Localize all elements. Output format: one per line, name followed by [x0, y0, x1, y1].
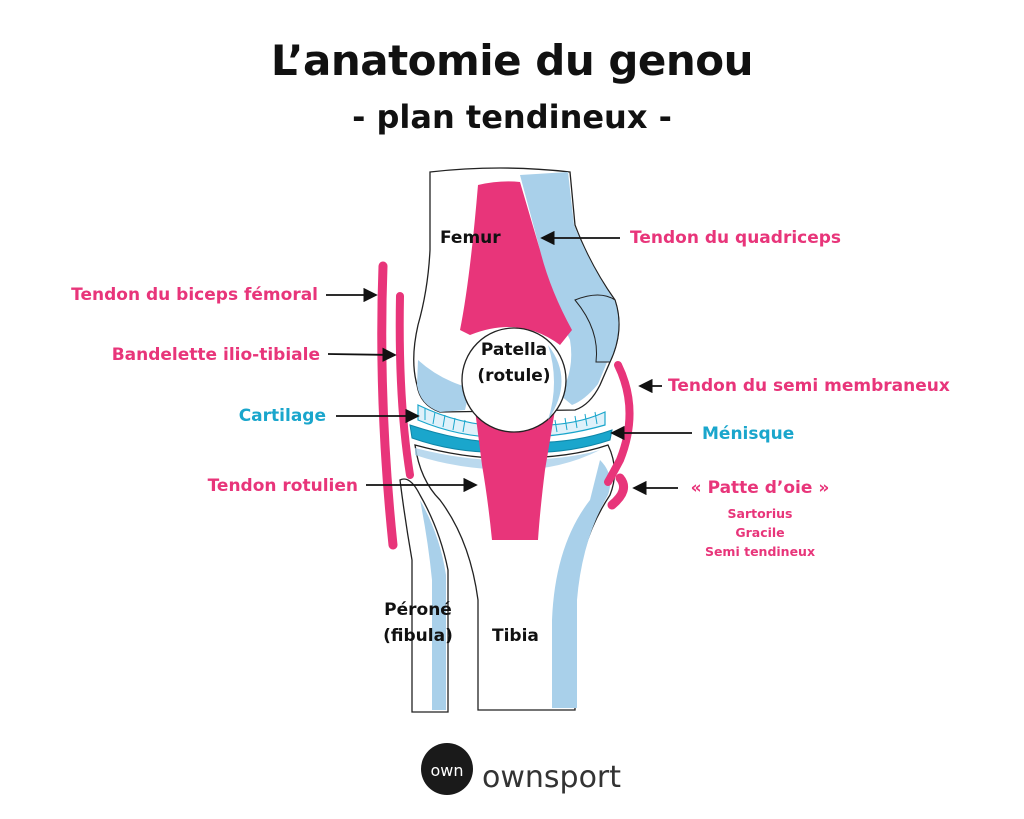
label-gracile: Gracile	[735, 525, 785, 540]
logo-letters: own	[430, 761, 463, 780]
arrow-bandelette	[327, 347, 397, 363]
label-perone: Péroné	[384, 600, 452, 620]
label-arrows	[326, 230, 692, 496]
fibula-bone	[399, 478, 449, 713]
biceps-femoris-tendon	[377, 261, 398, 550]
label-femur: Femur	[440, 228, 501, 248]
label-semi-tendineux: Semi tendineux	[704, 544, 816, 559]
ownsport-logo-icon: own	[421, 743, 473, 795]
label-fibula: (fibula)	[383, 626, 453, 646]
quadriceps-tendon	[460, 181, 572, 345]
label-bandelette: Bandelette ilio-tibiale	[111, 345, 320, 365]
label-sartorius: Sartorius	[727, 506, 793, 521]
page-title: L’anatomie du genou	[270, 36, 754, 85]
label-patte-oie: « Patte d’oie »	[690, 478, 830, 498]
label-rotule: (rotule)	[477, 366, 551, 386]
label-semi-membraneux: Tendon du semi membraneux	[668, 376, 950, 396]
semimembranosus-tendon	[604, 361, 634, 486]
label-patella: Patella	[480, 340, 548, 360]
label-rotulien: Tendon rotulien	[207, 476, 358, 496]
patellar-tendon	[475, 402, 555, 540]
brand-name: ownsport	[482, 760, 622, 795]
patella-bone	[461, 327, 567, 433]
label-biceps: Tendon du biceps fémoral	[71, 285, 318, 305]
label-cartilage: Cartilage	[238, 406, 326, 426]
iliotibial-band	[395, 292, 414, 479]
label-quadriceps: Tendon du quadriceps	[630, 228, 842, 248]
page-subtitle: - plan tendineux -	[352, 98, 672, 136]
label-menisque: Ménisque	[702, 424, 795, 444]
label-tibia: Tibia	[492, 626, 539, 646]
pes-anserinus-tendon	[607, 473, 629, 510]
